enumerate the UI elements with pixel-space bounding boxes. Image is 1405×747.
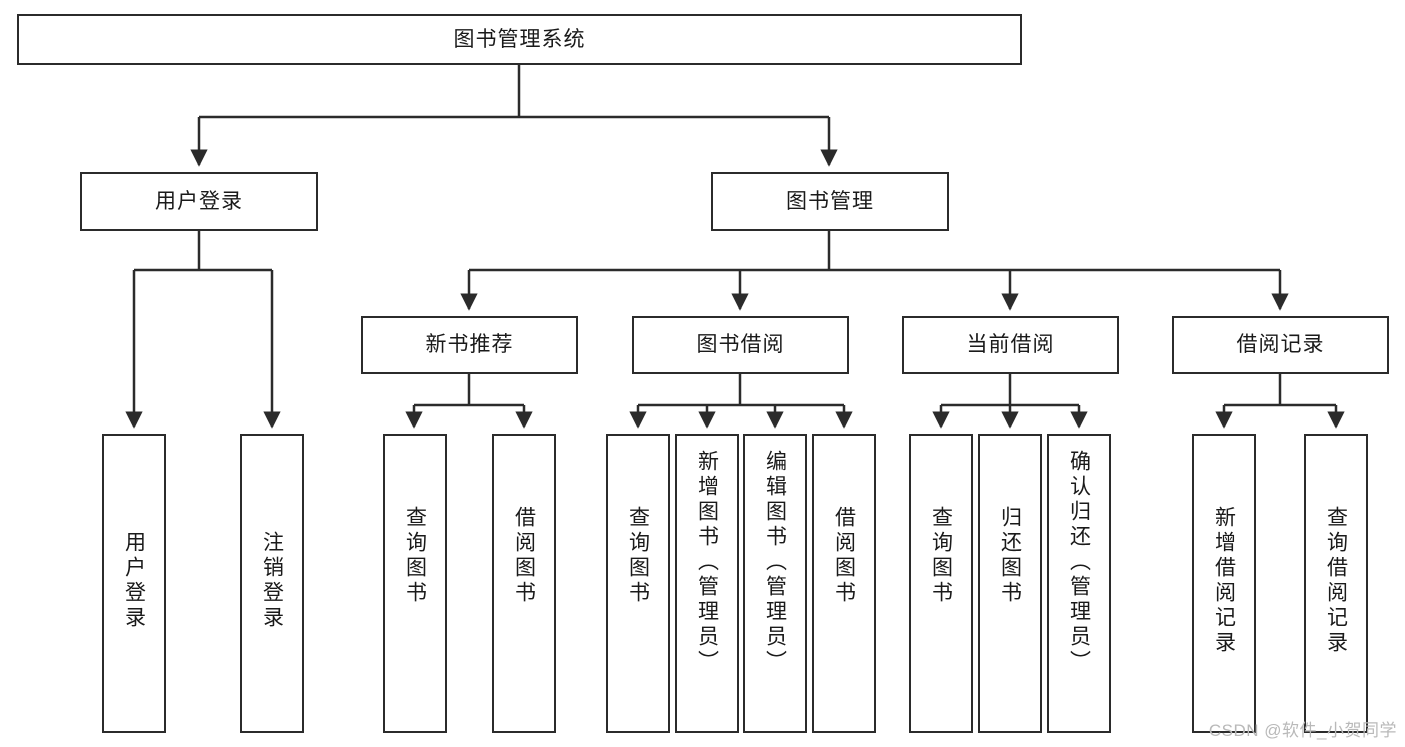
node-label: 用户登录 <box>122 531 146 631</box>
node-label: 借阅图书 <box>832 506 856 606</box>
node-leaf-user-logout[interactable]: 注销登录 <box>240 434 304 733</box>
node-book-manage[interactable]: 图书管理 <box>711 172 949 231</box>
node-borrow-record[interactable]: 借阅记录 <box>1172 316 1389 374</box>
node-label: 新书推荐 <box>425 333 514 357</box>
node-new-book-recommend[interactable]: 新书推荐 <box>361 316 578 374</box>
node-label: 确认归还（管理员） <box>1067 450 1091 675</box>
node-leaf-confirm-return[interactable]: 确认归还（管理员） <box>1047 434 1111 733</box>
node-label: 注销登录 <box>260 531 284 631</box>
node-label: 借阅图书 <box>512 506 536 606</box>
node-label: 查询图书 <box>626 506 650 606</box>
node-leaf-add-book[interactable]: 新增图书（管理员） <box>675 434 739 733</box>
node-book-borrow[interactable]: 图书借阅 <box>632 316 849 374</box>
node-label: 图书管理 <box>786 189 874 213</box>
node-label: 借阅记录 <box>1236 333 1325 357</box>
node-leaf-return-book[interactable]: 归还图书 <box>978 434 1042 733</box>
node-leaf-query-book-2[interactable]: 查询图书 <box>606 434 670 733</box>
node-leaf-query-record[interactable]: 查询借阅记录 <box>1304 434 1368 733</box>
node-current-borrow[interactable]: 当前借阅 <box>902 316 1119 374</box>
node-leaf-user-login[interactable]: 用户登录 <box>102 434 166 733</box>
node-leaf-add-record[interactable]: 新增借阅记录 <box>1192 434 1256 733</box>
node-label: 归还图书 <box>998 506 1022 606</box>
node-leaf-edit-book[interactable]: 编辑图书（管理员） <box>743 434 807 733</box>
node-user-login[interactable]: 用户登录 <box>80 172 318 231</box>
node-label: 新增借阅记录 <box>1212 506 1236 656</box>
node-leaf-borrow-book-2[interactable]: 借阅图书 <box>812 434 876 733</box>
node-label: 编辑图书（管理员） <box>763 450 787 675</box>
node-leaf-borrow-book-1[interactable]: 借阅图书 <box>492 434 556 733</box>
node-label: 查询借阅记录 <box>1324 506 1348 656</box>
node-label: 图书管理系统 <box>453 27 586 51</box>
node-leaf-query-book-3[interactable]: 查询图书 <box>909 434 973 733</box>
node-label: 新增图书（管理员） <box>695 450 719 675</box>
node-label: 查询图书 <box>929 506 953 606</box>
node-leaf-query-book-1[interactable]: 查询图书 <box>383 434 447 733</box>
node-label: 用户登录 <box>155 189 243 213</box>
node-label: 查询图书 <box>403 506 427 606</box>
node-label: 当前借阅 <box>966 333 1055 357</box>
node-label: 图书借阅 <box>696 333 785 357</box>
node-root-system[interactable]: 图书管理系统 <box>17 14 1022 65</box>
